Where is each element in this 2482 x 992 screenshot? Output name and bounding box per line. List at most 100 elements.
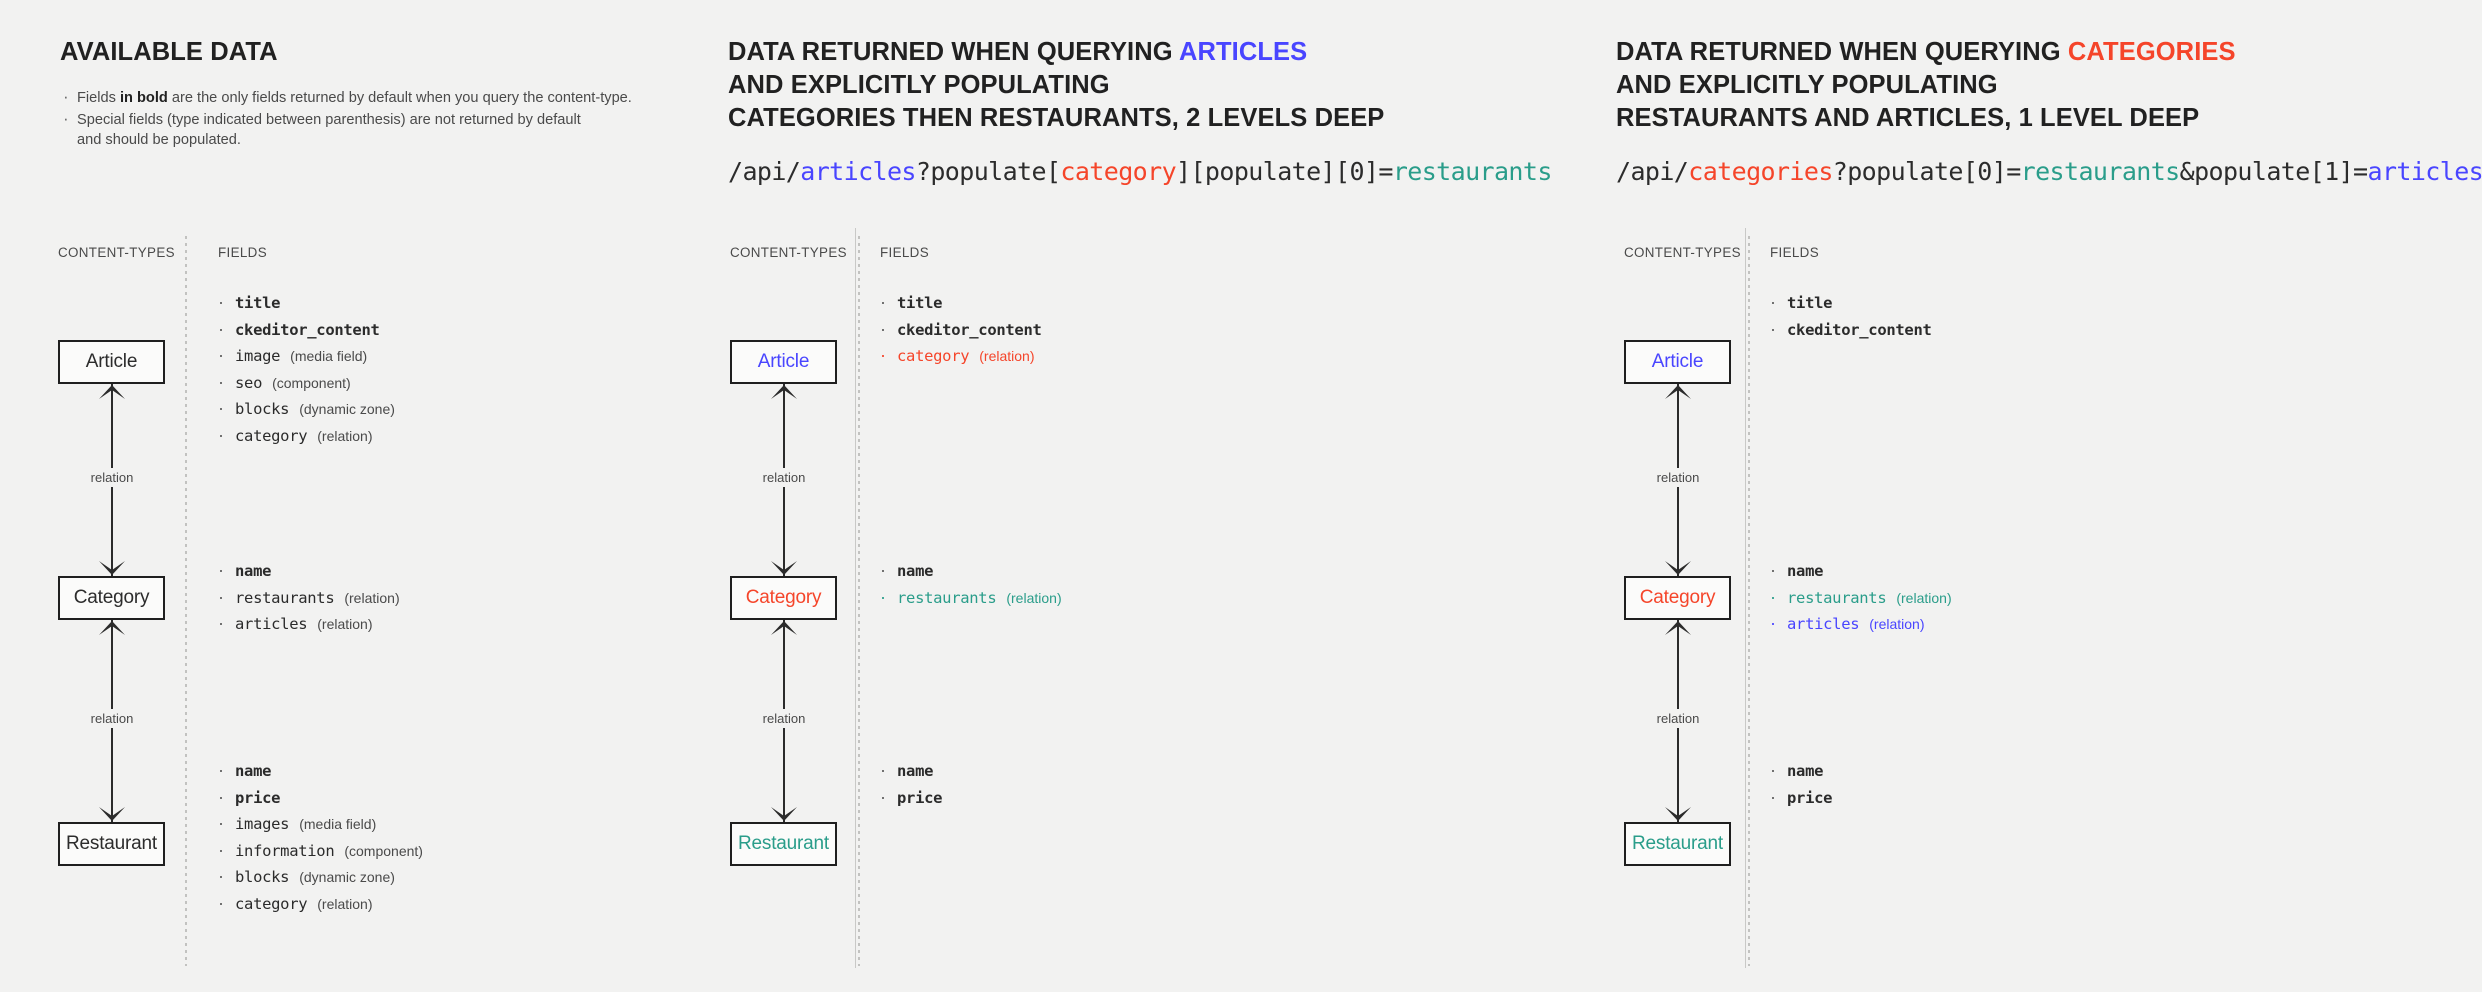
bullet-dot-icon: ·	[218, 371, 224, 392]
bullet-dot-icon: ·	[218, 813, 224, 833]
arrowhead-up-icon	[770, 384, 798, 400]
bullet-dot-icon: ·	[218, 398, 224, 418]
field-row: ·price	[1770, 785, 1832, 812]
field-type: (dynamic zone)	[299, 401, 395, 417]
panel-title-accent: CATEGORIES	[2067, 38, 2236, 66]
panel-title-line: DATA RETURNED WHEN QUERYING ARTICLES	[728, 38, 1308, 66]
field-type: (component)	[272, 374, 351, 391]
field-name: blocks	[235, 400, 290, 418]
panel-title-line: RESTAURANTS AND ARTICLES, 1 LEVEL DEEP	[1616, 104, 2200, 132]
legend-bullets: Fields in bold are the only fields retur…	[60, 87, 632, 151]
bullet-dot-icon: ·	[1770, 292, 1776, 312]
field-row: ·ckeditor_content	[880, 317, 1042, 344]
bullet-dot-icon: ·	[880, 786, 886, 807]
node-article[interactable]: Article	[730, 340, 837, 384]
field-type: (relation)	[979, 348, 1035, 364]
bullet-dot-icon: ·	[218, 839, 224, 860]
col-header-content-types: CONTENT-TYPES	[58, 245, 175, 260]
url-segment: categories	[1688, 157, 1833, 186]
relation-edge: relation	[1616, 384, 1740, 576]
node-article[interactable]: Article	[58, 340, 165, 384]
node-label: Restaurant	[738, 833, 829, 854]
url-segment: articles	[800, 157, 916, 186]
field-row: ·articles(relation)	[1770, 611, 1952, 638]
url-segment: /api/	[1616, 157, 1689, 186]
relation-label: relation	[50, 468, 174, 487]
panel-title-line: AND EXPLICITLY POPULATING	[1616, 71, 1998, 99]
arrowhead-up-icon	[98, 620, 126, 636]
field-group: ·title·ckeditor_content·image(media fiel…	[218, 290, 395, 449]
relation-edge: relation	[1616, 620, 1740, 822]
field-row: ·ckeditor_content	[1770, 317, 1932, 344]
field-row: ·name	[880, 758, 942, 785]
node-article[interactable]: Article	[1624, 340, 1731, 384]
field-group: ·title·ckeditor_content	[1770, 290, 1932, 343]
url-segment: restaurants	[1392, 157, 1553, 186]
panel-heading: AVAILABLE DATAFields in bold are the onl…	[60, 36, 632, 152]
field-row: ·title	[1770, 290, 1932, 317]
bullet-dot-icon: ·	[218, 318, 224, 339]
url-segment: ?populate[	[915, 157, 1061, 186]
relation-edge: relation	[722, 384, 846, 576]
panel-heading: DATA RETURNED WHEN QUERYING CATEGORIES AN…	[1616, 36, 2482, 186]
fields-dotted-divider	[185, 236, 187, 966]
fields-dotted-divider	[858, 236, 860, 966]
field-name: blocks	[235, 868, 290, 886]
relation-edge: relation	[722, 620, 846, 822]
field-name: price	[1787, 788, 1833, 807]
field-type: (dynamic zone)	[299, 869, 395, 885]
field-name: price	[897, 788, 943, 807]
bullet-dot-icon: ·	[218, 586, 224, 607]
bullet-dot-icon: ·	[218, 866, 224, 886]
node-label: Category	[1639, 587, 1716, 608]
node-category[interactable]: Category	[1624, 576, 1731, 620]
field-type: (relation)	[344, 589, 400, 606]
node-label: Restaurant	[1632, 833, 1723, 854]
field-name: articles	[235, 615, 308, 633]
node-restaurant[interactable]: Restaurant	[730, 822, 837, 866]
panel-title-accent: ARTICLES	[1178, 38, 1308, 66]
url-segment: category	[1060, 157, 1177, 186]
url-segment: &populate[1]=	[2179, 157, 2368, 186]
field-row: ·category(relation)	[218, 891, 423, 918]
field-name: name	[235, 762, 272, 780]
relation-edge: relation	[50, 620, 174, 822]
node-category[interactable]: Category	[730, 576, 837, 620]
panel-title-line: DATA RETURNED WHEN QUERYING CATEGORIES	[1616, 38, 2236, 66]
url-segment: /api/	[728, 157, 801, 186]
panel-divider-1	[855, 228, 856, 968]
field-row: ·name	[218, 558, 400, 585]
field-group: ·title·ckeditor_content·category(relatio…	[880, 290, 1042, 370]
relation-label: relation	[722, 709, 846, 728]
field-group: ·name·price	[1770, 758, 1832, 811]
bullet-dot-icon: ·	[880, 760, 886, 780]
field-type: (relation)	[1006, 589, 1062, 606]
col-header-fields: FIELDS	[880, 245, 929, 260]
node-restaurant[interactable]: Restaurant	[1624, 822, 1731, 866]
field-group: ·name·restaurants(relation)·articles(rel…	[1770, 558, 1952, 638]
arrowhead-up-icon	[770, 620, 798, 636]
bullet-dot-icon: ·	[1770, 760, 1776, 780]
relation-edge: relation	[50, 384, 174, 576]
api-url: /api/articles?populate[category][populat…	[728, 157, 1552, 186]
node-restaurant[interactable]: Restaurant	[58, 822, 165, 866]
field-row: · name	[218, 758, 423, 785]
col-header-content-types: CONTENT-TYPES	[730, 245, 847, 260]
field-name: price	[235, 788, 281, 807]
bullet-dot-icon: ·	[218, 760, 224, 780]
bullet-dot-icon: ·	[880, 318, 886, 339]
node-label: Article	[85, 351, 138, 372]
field-row: ·restaurants(relation)	[1770, 585, 1952, 612]
bullet-dot-icon: ·	[880, 560, 886, 580]
panel-available-data: AVAILABLE DATAFields in bold are the onl…	[0, 0, 855, 992]
url-segment: articles	[2367, 157, 2482, 186]
relation-label: relation	[1616, 709, 1740, 728]
panel-title-line: CATEGORIES THEN RESTAURANTS, 2 LEVELS DE…	[728, 104, 1385, 132]
url-segment: restaurants	[2020, 157, 2181, 186]
field-name: articles	[1787, 615, 1860, 633]
field-row: ·restaurants(relation)	[218, 585, 400, 612]
node-category[interactable]: Category	[58, 576, 165, 620]
